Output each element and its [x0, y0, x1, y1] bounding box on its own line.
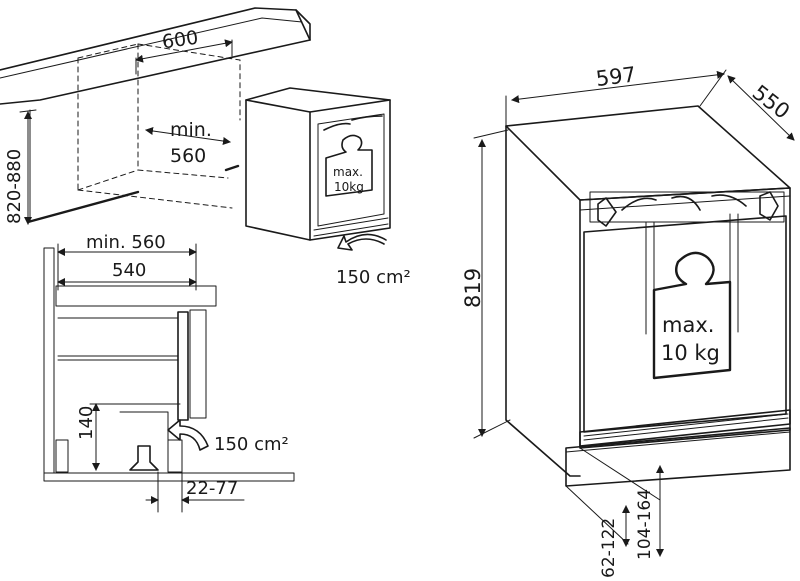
weight-small-line1: max.: [333, 165, 363, 179]
section-vent-area: 150 cm²: [214, 434, 289, 455]
weight-large-line1: max.: [662, 313, 714, 337]
section-plinth-height: 140: [76, 406, 97, 440]
appliance-width: 597: [595, 62, 638, 91]
vent-arrow-top: [337, 233, 387, 251]
niche-min-label: min.: [170, 119, 212, 141]
section-min-width: min. 560: [86, 232, 166, 253]
niche-height-label: 820-880: [4, 149, 25, 224]
appliance-height: 819: [461, 268, 485, 308]
weight-large-line2: 10 kg: [661, 341, 720, 365]
appliance-main: max. 10 kg 597 550 819 62-122 104-164: [461, 62, 795, 578]
section-view: min. 560 540 140 150 cm² 22-77: [43, 232, 295, 513]
appliance-foot-height: 62-122: [599, 518, 619, 578]
section-depth-offset: 22-77: [186, 478, 238, 499]
niche-perspective: 600 min. 560 820-880 max. 10kg 150: [0, 7, 411, 288]
niche-width-label: 600: [161, 27, 200, 54]
vent-arrow-section: [167, 419, 209, 451]
weight-icon-large: max. 10 kg: [652, 251, 732, 380]
weight-icon-small: max. 10kg: [325, 134, 373, 197]
appliance-perspective: max. 10kg 150 cm²: [245, 87, 411, 288]
vent-area-top: 150 cm²: [336, 267, 411, 288]
appliance-plinth-range: 104-164: [635, 489, 655, 560]
section-width: 540: [112, 260, 146, 281]
niche-min-value: 560: [170, 145, 206, 167]
weight-small-line2: 10kg: [334, 180, 364, 194]
